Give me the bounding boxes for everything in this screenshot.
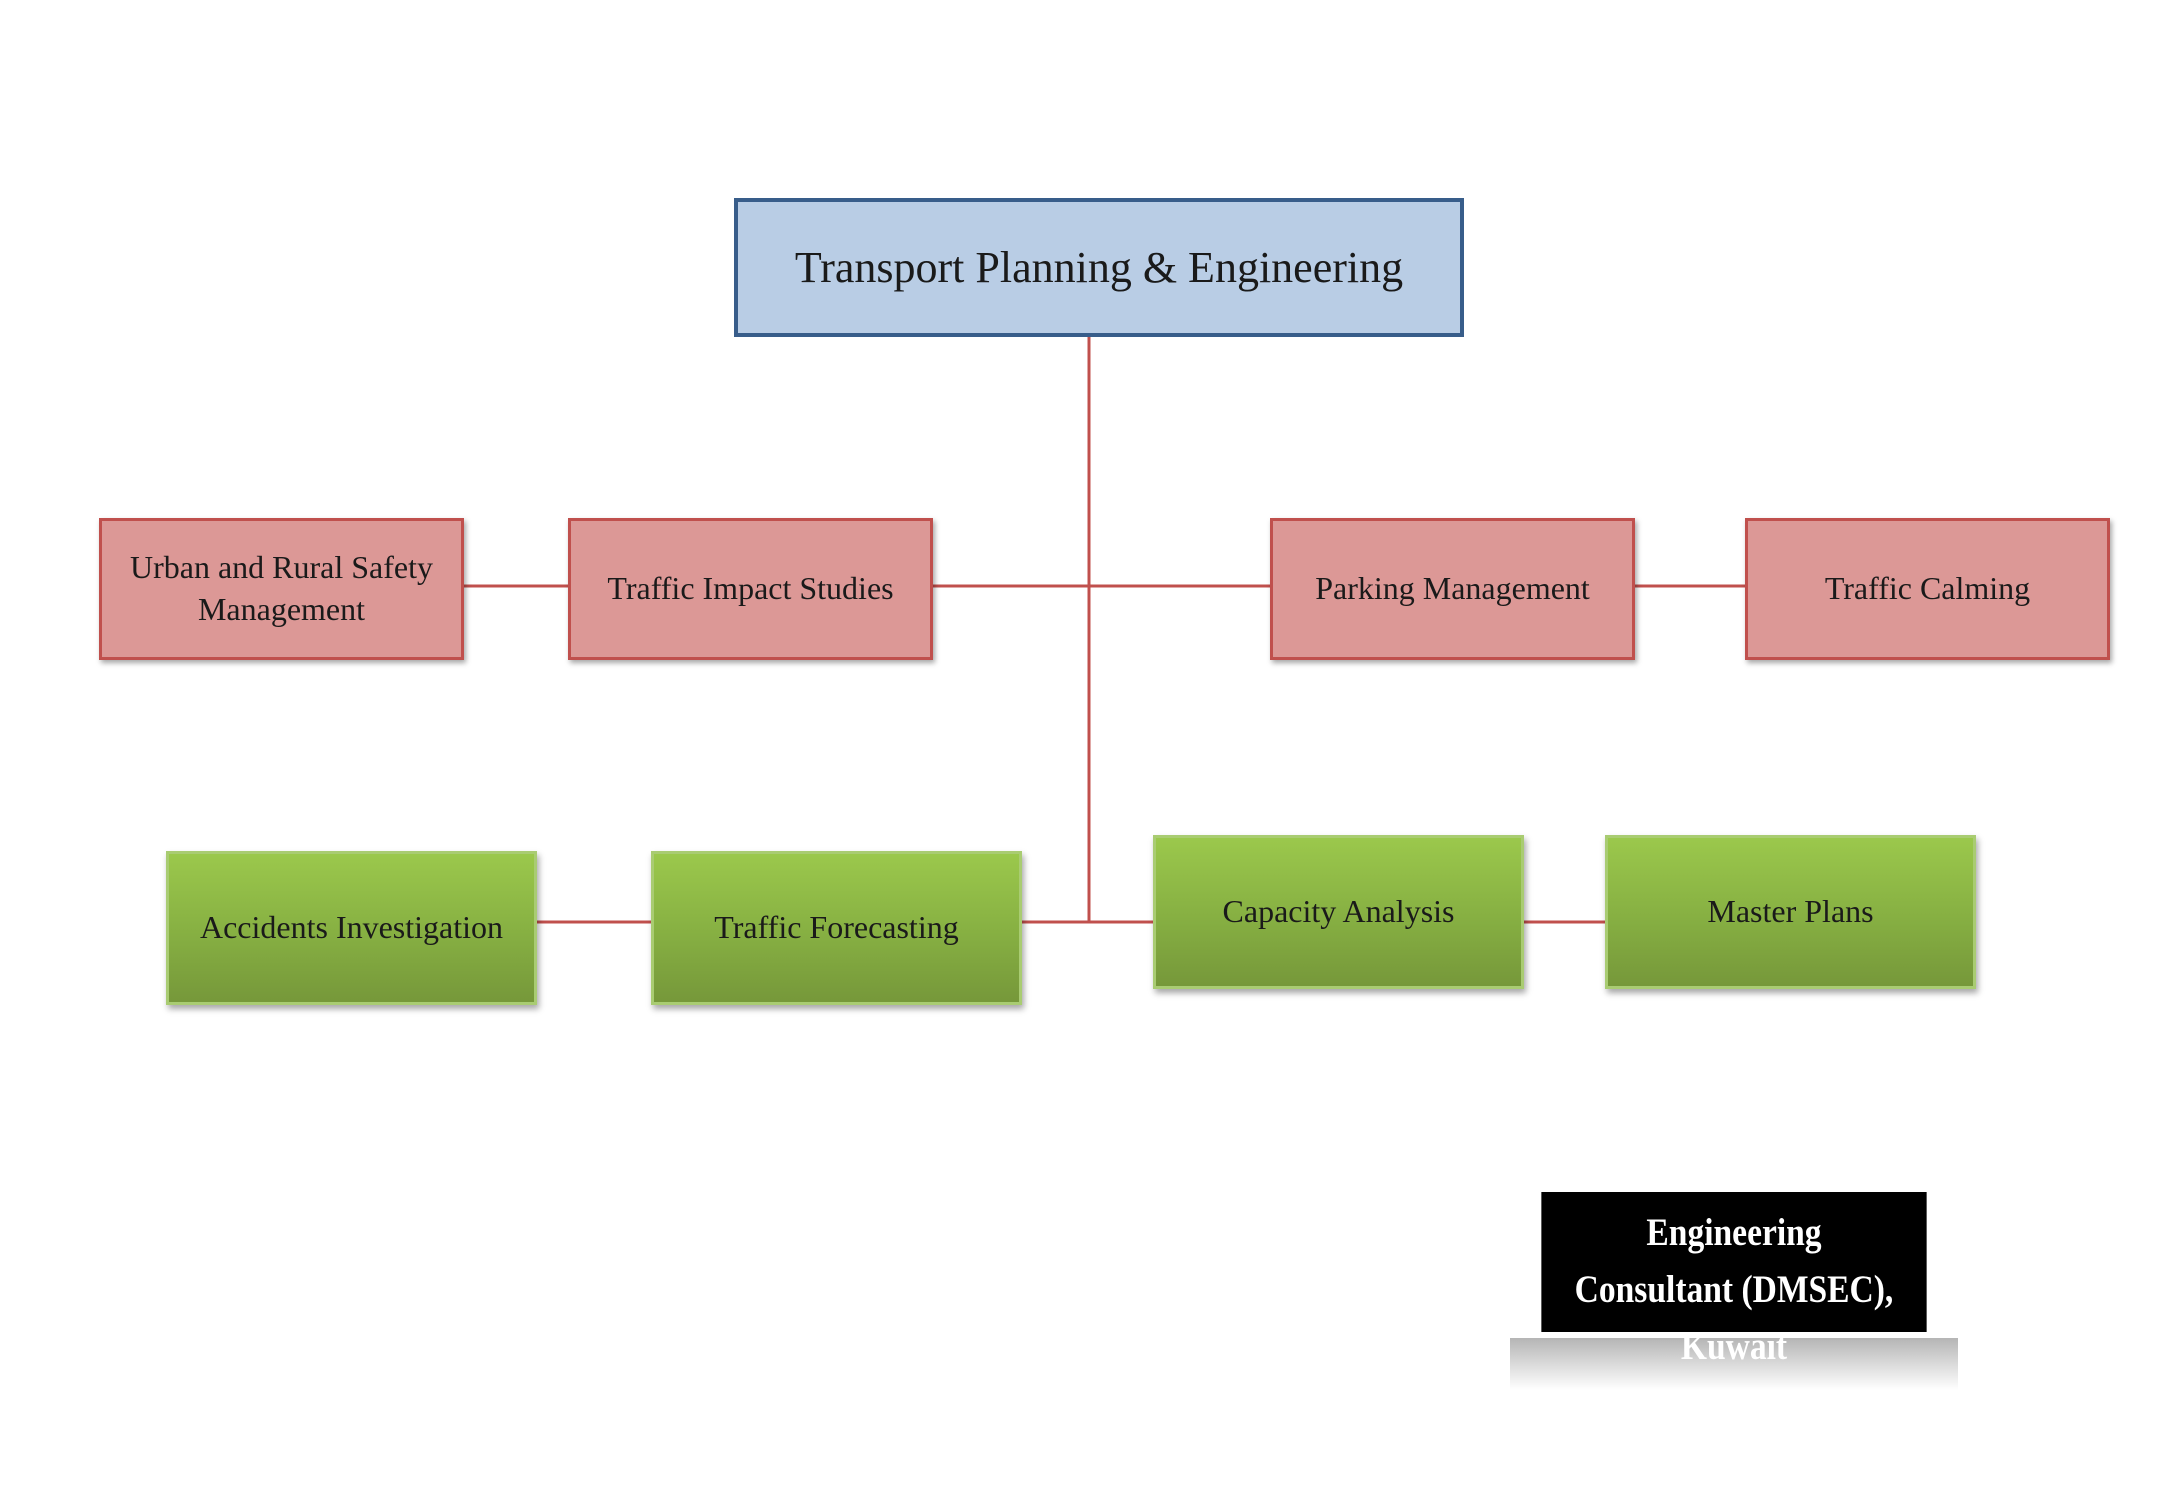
node-traffic-calming: Traffic Calming	[1745, 518, 2110, 660]
node-label: Traffic Impact Studies	[607, 570, 894, 607]
company-logo-text: DAR Mazen Al-Sane Engineering Consultant…	[1541, 1155, 1927, 1368]
node-traffic-forecasting: Traffic Forecasting	[651, 851, 1022, 1005]
node-capacity-analysis: Capacity Analysis	[1153, 835, 1524, 989]
node-parking-management: Parking Management	[1270, 518, 1635, 660]
node-label: Traffic Calming	[1824, 570, 2031, 607]
company-logo: DAR Mazen Al-Sane Engineering Consultant…	[1510, 1155, 1958, 1390]
node-label: Capacity Analysis	[1222, 893, 1455, 930]
node-traffic-impact-studies: Traffic Impact Studies	[568, 518, 933, 660]
node-master-plans: Master Plans	[1605, 835, 1976, 989]
node-label: Urban and Rural Safety Management	[129, 549, 433, 627]
root-node: Transport Planning & Engineering	[734, 198, 1464, 337]
node-label: Master Plans	[1707, 893, 1874, 930]
node-urban-rural-safety: Urban and Rural Safety Management	[99, 518, 464, 660]
node-accidents-investigation: Accidents Investigation	[166, 851, 537, 1005]
logo-reflection	[1510, 1338, 1958, 1390]
node-label: Parking Management	[1315, 570, 1590, 607]
node-label: Accidents Investigation	[199, 909, 504, 946]
root-node-label: Transport Planning & Engineering	[794, 242, 1404, 292]
node-label: Traffic Forecasting	[714, 909, 959, 946]
